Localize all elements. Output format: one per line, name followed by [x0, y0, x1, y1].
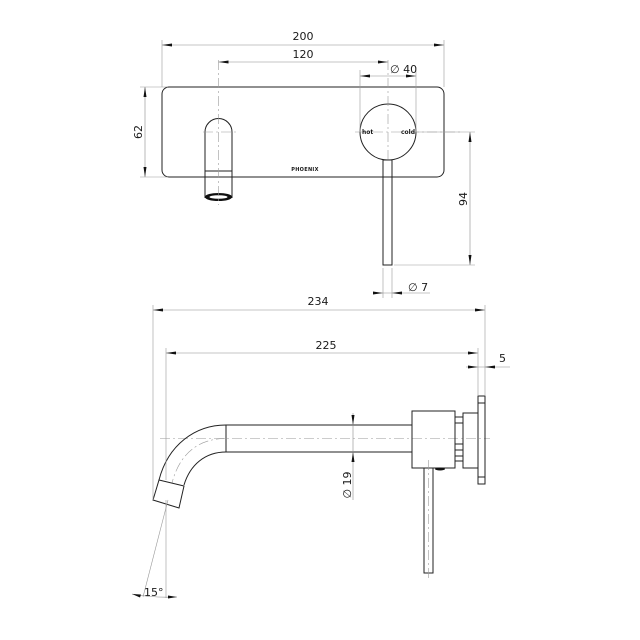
- dimension-handle-diameter: ∅ 40: [359, 63, 417, 132]
- svg-text:5: 5: [499, 352, 506, 365]
- side-view: 234 225 5 ∅ 19: [131, 295, 510, 599]
- spout-bend-inner: [183, 451, 227, 486]
- svg-text:234: 234: [308, 295, 329, 308]
- spout-bend-outer: [158, 424, 227, 481]
- dimension-lever-diameter: ∅ 7: [373, 268, 430, 298]
- svg-text:120: 120: [293, 48, 314, 61]
- dimension-spout-diameter: ∅ 19: [341, 413, 355, 500]
- mixer-body: [411, 410, 456, 469]
- svg-text:225: 225: [316, 339, 337, 352]
- svg-text:94: 94: [457, 192, 470, 206]
- hot-label: hot: [362, 129, 373, 136]
- dimension-200: 200: [161, 30, 445, 87]
- lever-front: [382, 159, 393, 266]
- svg-text:∅ 19: ∅ 19: [341, 471, 354, 498]
- aerator: [152, 479, 185, 509]
- svg-text:∅ 40: ∅ 40: [390, 63, 417, 76]
- cold-label: cold: [401, 129, 415, 136]
- svg-text:15°: 15°: [144, 586, 164, 599]
- dimension-5: 5: [466, 352, 510, 369]
- dimension-outlet-angle: 15°: [131, 499, 178, 599]
- spout-front: [203, 60, 236, 205]
- mixer-handle-front: hot cold: [355, 60, 462, 266]
- dimension-120: 120: [218, 48, 388, 64]
- brand-mark: PHOENIX: [291, 167, 319, 173]
- dimension-234: 234: [152, 295, 486, 500]
- svg-text:62: 62: [132, 125, 145, 139]
- dimension-94: 94: [394, 131, 475, 266]
- dimension-62: 62: [132, 86, 168, 178]
- front-view: PHOENIX hot cold 200 120: [132, 30, 475, 298]
- wall-plate-side: [477, 395, 486, 485]
- svg-text:200: 200: [293, 30, 314, 43]
- dimension-225: 225: [165, 339, 479, 480]
- flange: [462, 412, 479, 469]
- svg-text:∅ 7: ∅ 7: [408, 281, 428, 294]
